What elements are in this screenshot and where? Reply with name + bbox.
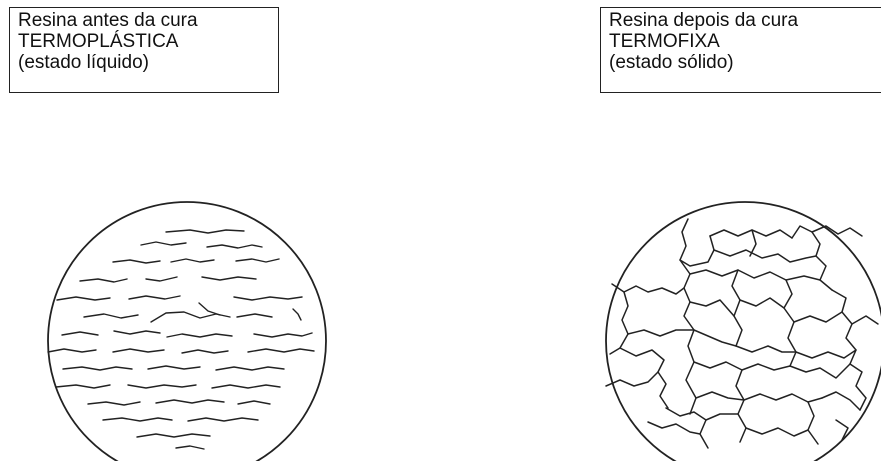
network-strand bbox=[690, 300, 734, 316]
polymer-chain bbox=[80, 279, 127, 282]
network-strand bbox=[700, 420, 708, 448]
polymer-chain bbox=[151, 312, 230, 322]
polymer-chain bbox=[48, 349, 96, 352]
network-strand bbox=[694, 330, 796, 352]
thermoplastic-circle-group bbox=[48, 202, 326, 461]
polymer-chain bbox=[238, 401, 270, 404]
polymer-chain bbox=[128, 385, 196, 388]
polymer-chain bbox=[234, 297, 302, 300]
crosslinked-network bbox=[606, 219, 878, 448]
polymer-chain bbox=[84, 314, 138, 318]
polymer-chain bbox=[114, 331, 160, 334]
network-strand bbox=[628, 330, 694, 336]
polymer-chain bbox=[248, 349, 314, 352]
thermoplastic-circle bbox=[48, 202, 326, 461]
polymer-chain bbox=[88, 402, 140, 405]
polymer-chain bbox=[293, 309, 301, 320]
network-strand bbox=[790, 364, 850, 378]
network-strand bbox=[680, 219, 696, 414]
polymer-chain bbox=[207, 245, 262, 248]
network-strand bbox=[606, 372, 658, 386]
polymer-chain bbox=[237, 314, 272, 317]
polymer-chain bbox=[57, 297, 110, 300]
polymer-chain bbox=[146, 277, 177, 281]
polymer-chain bbox=[236, 259, 279, 262]
polymer-chain bbox=[167, 334, 232, 337]
network-strand bbox=[746, 428, 808, 436]
polymer-chain bbox=[166, 230, 244, 233]
network-strand bbox=[620, 348, 668, 408]
polymer-chain bbox=[113, 260, 160, 263]
polymer-chain bbox=[199, 303, 220, 315]
polymer-chain bbox=[129, 296, 180, 299]
linear-polymer-chains bbox=[48, 230, 314, 449]
network-strand bbox=[612, 284, 684, 294]
network-strand bbox=[740, 298, 784, 308]
polymer-chain bbox=[141, 242, 186, 245]
polymer-chain bbox=[171, 259, 214, 262]
polymer-chain bbox=[176, 446, 204, 449]
network-strand bbox=[714, 250, 816, 262]
network-strand bbox=[736, 370, 746, 442]
network-strand bbox=[784, 280, 796, 366]
polymer-chain bbox=[156, 400, 224, 403]
network-strand bbox=[792, 226, 832, 290]
polymer-chain bbox=[137, 434, 210, 437]
thermoset-circle-group bbox=[606, 202, 881, 461]
network-strand bbox=[710, 230, 792, 238]
network-strand bbox=[822, 392, 860, 410]
polymer-chain bbox=[212, 385, 280, 388]
network-strand bbox=[648, 422, 700, 434]
polymer-chain bbox=[182, 350, 228, 353]
polymer-chain bbox=[148, 366, 200, 369]
network-strand bbox=[690, 270, 820, 280]
network-strand bbox=[808, 402, 818, 444]
network-strand bbox=[694, 362, 790, 370]
network-strand bbox=[794, 312, 842, 322]
polymer-chain bbox=[63, 367, 132, 370]
network-strand bbox=[696, 392, 744, 400]
polymer-chain bbox=[103, 418, 172, 421]
network-strand bbox=[852, 316, 878, 324]
network-strand bbox=[666, 408, 738, 420]
polymer-chain bbox=[254, 333, 312, 337]
network-strand bbox=[812, 226, 862, 236]
network-strand bbox=[744, 394, 822, 402]
polymer-chain bbox=[56, 385, 110, 388]
polymer-chain bbox=[216, 367, 284, 370]
polymer-chain bbox=[62, 332, 98, 335]
network-strand bbox=[796, 350, 856, 358]
polymer-chain bbox=[188, 418, 258, 421]
polymer-chain bbox=[113, 349, 164, 352]
network-strand bbox=[732, 270, 742, 346]
polymer-chain bbox=[202, 277, 256, 280]
